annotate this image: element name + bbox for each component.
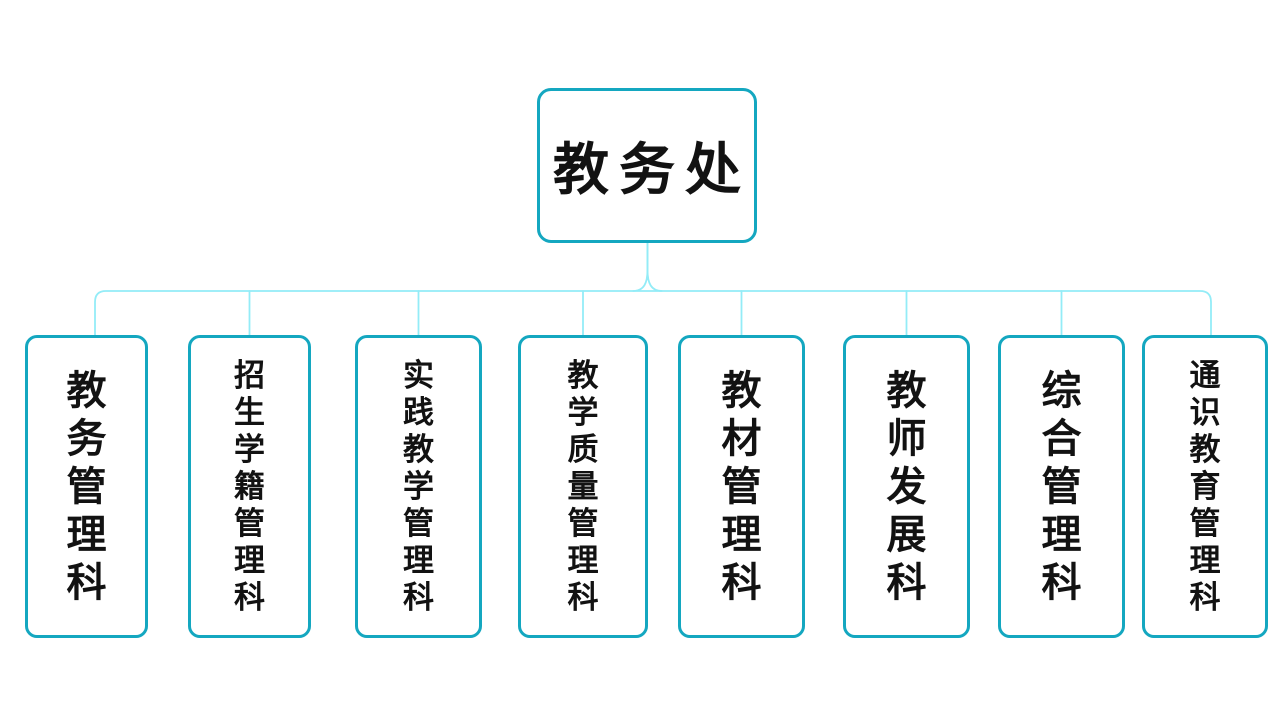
org-node-root-label: 教务处 [553,140,751,202]
org-node-child-6[interactable]: 教师发展科 [843,335,970,638]
rail-line [94,290,1212,336]
org-node-child-4-label: 教学质量管理科 [567,358,599,615]
org-node-child-2[interactable]: 招生学籍管理科 [188,335,311,638]
org-node-child-2-label: 招生学籍管理科 [234,358,265,615]
org-node-child-3-label: 实践教学管理科 [403,358,434,615]
org-node-child-8-label: 通识教育管理科 [1189,358,1221,615]
org-node-child-8[interactable]: 通识教育管理科 [1142,335,1268,638]
org-node-child-7-label: 综合管理科 [1041,367,1082,605]
org-node-child-1-label: 教务管理科 [66,367,107,605]
org-node-child-4[interactable]: 教学质量管理科 [518,335,648,638]
org-node-root[interactable]: 教务处 [537,88,757,243]
org-node-child-5-label: 教材管理科 [721,367,762,605]
org-node-child-1[interactable]: 教务管理科 [25,335,148,638]
org-node-child-5[interactable]: 教材管理科 [678,335,805,638]
org-node-child-3[interactable]: 实践教学管理科 [355,335,482,638]
root-stem-line [646,242,663,292]
org-node-child-6-label: 教师发展科 [886,367,927,605]
root-stem-line [632,242,649,292]
org-node-child-7[interactable]: 综合管理科 [998,335,1125,638]
